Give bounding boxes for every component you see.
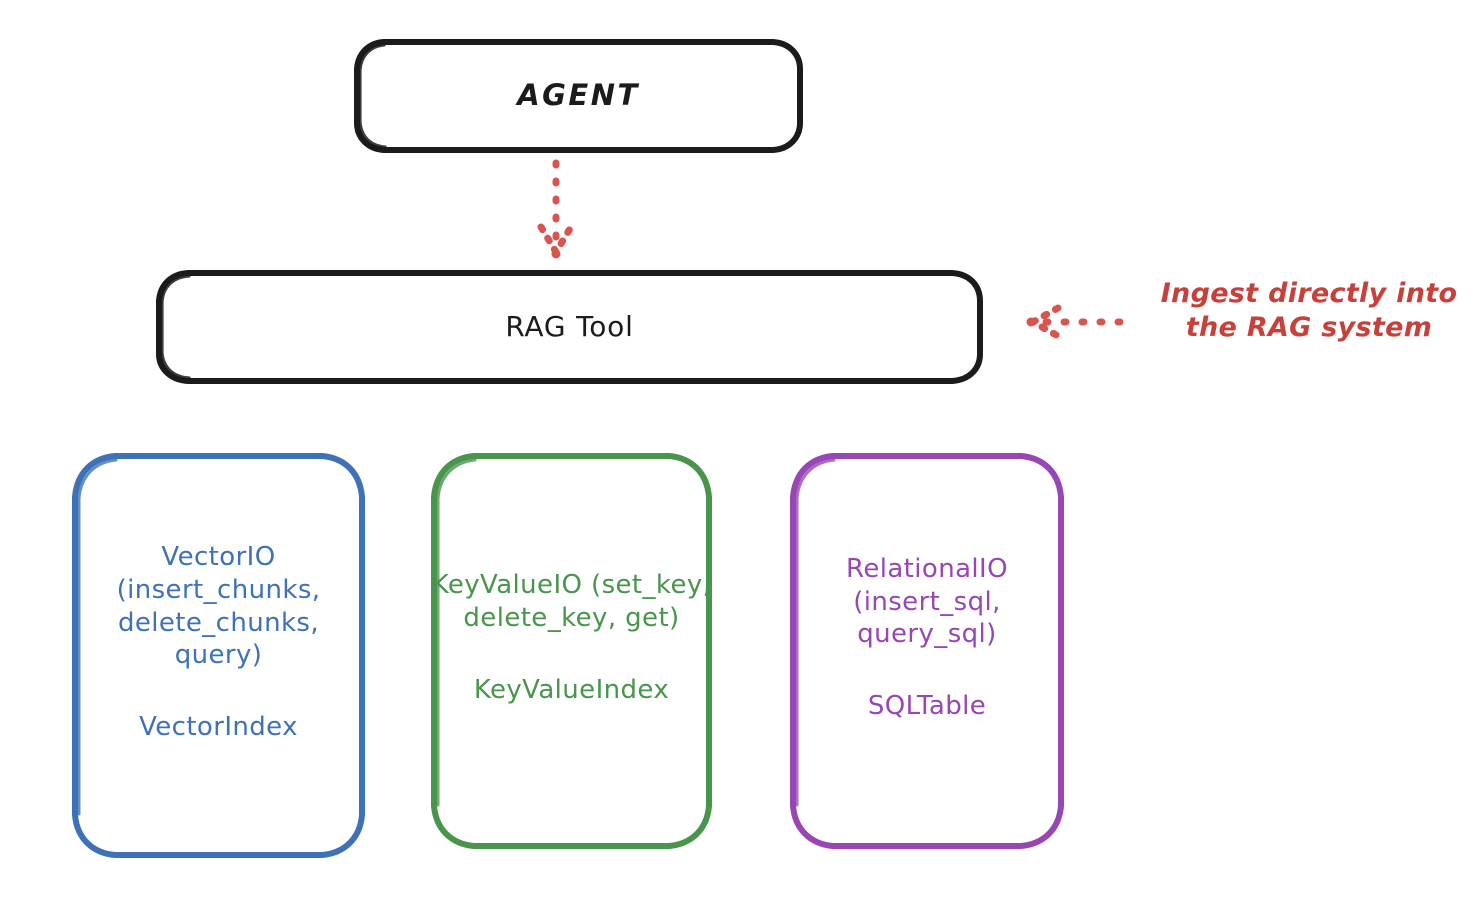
node-relational-io[interactable]: RelationalIO (insert_sql, query_sql) SQL… [789, 452, 1065, 850]
key-value-io-content: KeyValueIO (set_key, delete_key, get) Ke… [430, 569, 713, 705]
agent-to-rag-tool-arrow [537, 159, 575, 259]
node-vector-io[interactable]: VectorIO (insert_chunks, delete_chunks, … [71, 452, 366, 859]
relational-io-content: RelationalIO (insert_sql, query_sql) SQL… [789, 553, 1065, 721]
relational-io-index-label: SQLTable [867, 691, 987, 722]
vector-io-content: VectorIO (insert_chunks, delete_chunks, … [71, 541, 366, 742]
vector-io-index-label: VectorIndex [139, 712, 298, 742]
key-value-io-index-label: KeyValueIndex [473, 674, 670, 705]
ingest-annotation-label: Ingest directly into the RAG system [1160, 278, 1458, 343]
vector-io-api-label: VectorIO (insert_chunks, delete_chunks, … [116, 542, 321, 671]
ingest-arrow [1026, 304, 1124, 340]
agent-label: AGENT [517, 78, 640, 113]
relational-io-api-label: RelationalIO (insert_sql, query_sql) [846, 553, 1008, 650]
rag-tool-label: RAG Tool [505, 309, 634, 343]
node-rag-tool[interactable]: RAG Tool [156, 270, 983, 384]
node-key-value-io[interactable]: KeyValueIO (set_key, delete_key, get) Ke… [430, 452, 713, 850]
node-agent[interactable]: AGENT [354, 39, 803, 153]
key-value-io-api-label: KeyValueIO (set_key, delete_key, get) [431, 570, 712, 633]
